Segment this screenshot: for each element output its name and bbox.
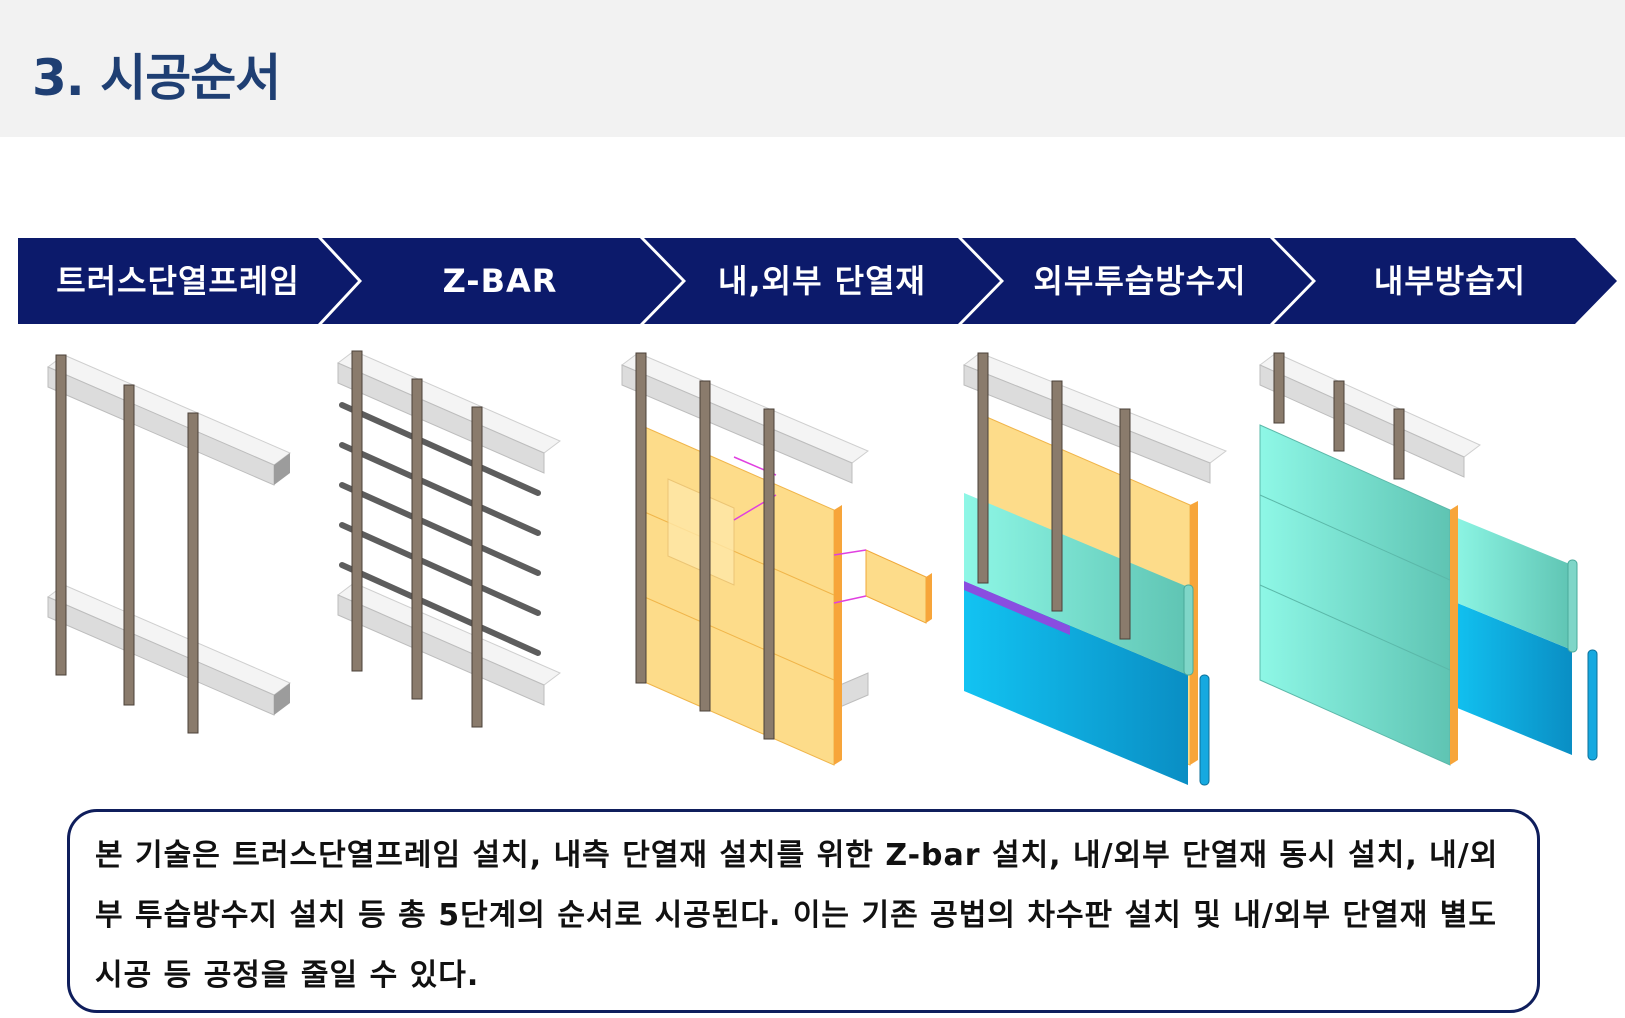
figure-outer-membrane xyxy=(962,352,1228,786)
figure-truss-frame xyxy=(47,354,291,734)
page-title: 3. 시공순서 xyxy=(32,49,281,107)
step-4-chevron xyxy=(962,238,1312,324)
step-5-label: 내부방습지 xyxy=(1373,262,1527,300)
illustrations-svg xyxy=(47,350,1598,786)
process-steps: 트러스단열프레임 Z-BAR 내,외부 단열재 외부투습방수지 내부방습지 xyxy=(0,238,1625,324)
step-4-label: 외부투습방수지 xyxy=(1033,262,1247,300)
figure-z-bar xyxy=(337,350,561,728)
step-2-chevron xyxy=(322,238,682,324)
process-chevrons xyxy=(18,238,1617,324)
description-text: 본 기술은 트러스단열프레임 설치, 내측 단열재 설치를 위한 Z-bar 설… xyxy=(95,838,1499,993)
step-2-label: Z-BAR xyxy=(442,262,558,300)
header-bar: 3. 시공순서 xyxy=(0,0,1625,137)
step-1-label: 트러스단열프레임 xyxy=(56,262,300,300)
step-3-chevron xyxy=(644,238,1000,324)
step-5-chevron xyxy=(1274,238,1617,324)
description-box: 본 기술은 트러스단열프레임 설치, 내측 단열재 설치를 위한 Z-bar 설… xyxy=(67,809,1540,1013)
figure-insulation xyxy=(621,352,932,766)
step-3-label: 내,외부 단열재 xyxy=(718,262,926,300)
figure-inner-vapor-barrier xyxy=(1259,352,1598,766)
step-1-chevron xyxy=(18,238,358,324)
construction-illustrations xyxy=(0,345,1625,795)
